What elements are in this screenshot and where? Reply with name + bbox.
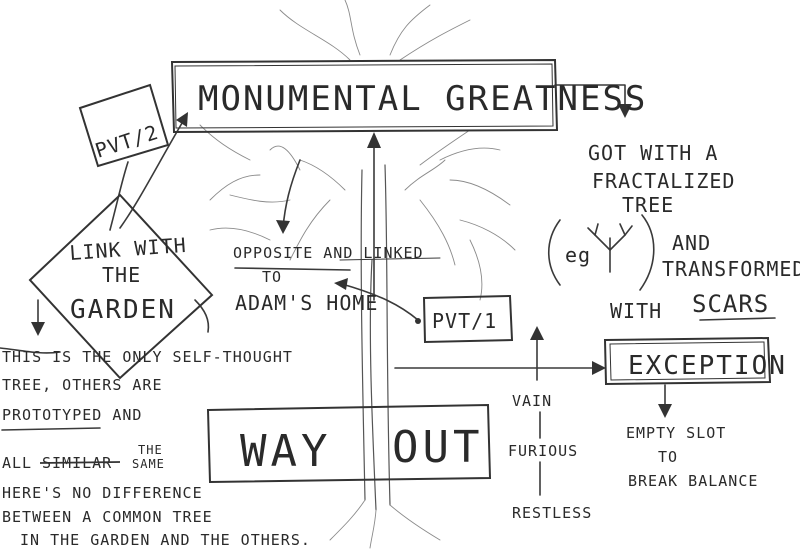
svg-text:BETWEEN A COMMON TREE: BETWEEN A COMMON TREE xyxy=(2,508,213,526)
opposite-text: OPPOSITE AND LINKED TO ADAM'S HOME xyxy=(233,244,424,315)
svg-text:GARDEN: GARDEN xyxy=(70,295,176,325)
title-text: MONUMENTAL GREATNESS xyxy=(198,79,647,119)
pvt1-box xyxy=(422,294,514,344)
garden-text: LINK WITH THE GARDEN xyxy=(69,233,188,325)
exception-label: EXCEPTION xyxy=(628,351,787,381)
way-out-box xyxy=(206,403,492,484)
svg-text:PROTOTYPED AND: PROTOTYPED AND xyxy=(2,406,142,424)
strike-line xyxy=(39,461,121,464)
svg-text:THE: THE xyxy=(138,443,163,457)
svg-text:TREE, OTHERS ARE: TREE, OTHERS ARE xyxy=(2,376,163,394)
svg-text:ADAM'S HOME: ADAM'S HOME xyxy=(235,291,378,315)
svg-text:RESTLESS: RESTLESS xyxy=(512,504,592,522)
svg-text:eg: eg xyxy=(565,243,591,267)
underlines xyxy=(234,257,776,321)
svg-text:LINK WITH: LINK WITH xyxy=(69,233,188,265)
svg-text:MONUMENTAL GREATNESS: MONUMENTAL GREATNESS xyxy=(198,79,647,119)
svg-text:FURIOUS: FURIOUS xyxy=(508,442,578,460)
central-tree-sketch xyxy=(199,0,516,549)
svg-text:TRANSFORMED: TRANSFORMED xyxy=(662,257,800,281)
svg-text:WAY: WAY xyxy=(240,426,331,477)
svg-text:SCARS: SCARS xyxy=(692,290,769,318)
svg-text:THE: THE xyxy=(102,263,141,287)
svg-text:EMPTY SLOT: EMPTY SLOT xyxy=(626,424,726,442)
svg-text:THIS IS THE ONLY SELF-THOUGHT: THIS IS THE ONLY SELF-THOUGHT xyxy=(2,348,293,366)
svg-text:ALL: ALL xyxy=(2,454,32,472)
empty-slot-text: EMPTY SLOT TO BREAK BALANCE xyxy=(626,424,758,490)
svg-text:GOT WITH A: GOT WITH A xyxy=(588,141,718,165)
exception-box xyxy=(603,336,772,386)
got-text: GOT WITH A FRACTALIZED TREE eg AND TRANS… xyxy=(565,141,800,323)
vain-chain-text: VAIN FURIOUS RESTLESS xyxy=(508,392,592,522)
svg-text:HERE'S NO DIFFERENCE: HERE'S NO DIFFERENCE xyxy=(2,484,203,502)
garden-box xyxy=(28,193,214,380)
svg-text:WITH: WITH xyxy=(610,299,662,323)
connector-lines xyxy=(0,84,672,496)
pvt2-box xyxy=(78,83,170,168)
svg-text:SAME: SAME xyxy=(132,457,165,471)
prototyped-underline xyxy=(1,427,101,431)
svg-text:IN THE GARDEN AND THE OTHERS.: IN THE GARDEN AND THE OTHERS. xyxy=(20,531,311,549)
eg-parens xyxy=(548,214,655,291)
svg-text:BREAK BALANCE: BREAK BALANCE xyxy=(628,472,758,490)
way-out-text: WAY OUT xyxy=(240,422,483,477)
svg-text:FRACTALIZED: FRACTALIZED xyxy=(592,169,735,193)
this-is-text: THIS IS THE ONLY SELF-THOUGHT TREE, OTHE… xyxy=(2,348,311,549)
fractal-tree-icon xyxy=(587,223,633,273)
title-box xyxy=(170,58,559,134)
svg-text:TREE: TREE xyxy=(622,193,674,217)
pvt1-label: PVT/1 xyxy=(432,309,497,333)
svg-text:VAIN: VAIN xyxy=(512,392,552,410)
svg-text:TO: TO xyxy=(658,448,678,466)
svg-text:OPPOSITE AND LINKED: OPPOSITE AND LINKED xyxy=(233,244,424,262)
svg-text:AND: AND xyxy=(672,231,711,255)
svg-text:TO: TO xyxy=(262,268,282,286)
svg-text:OUT: OUT xyxy=(392,422,483,473)
